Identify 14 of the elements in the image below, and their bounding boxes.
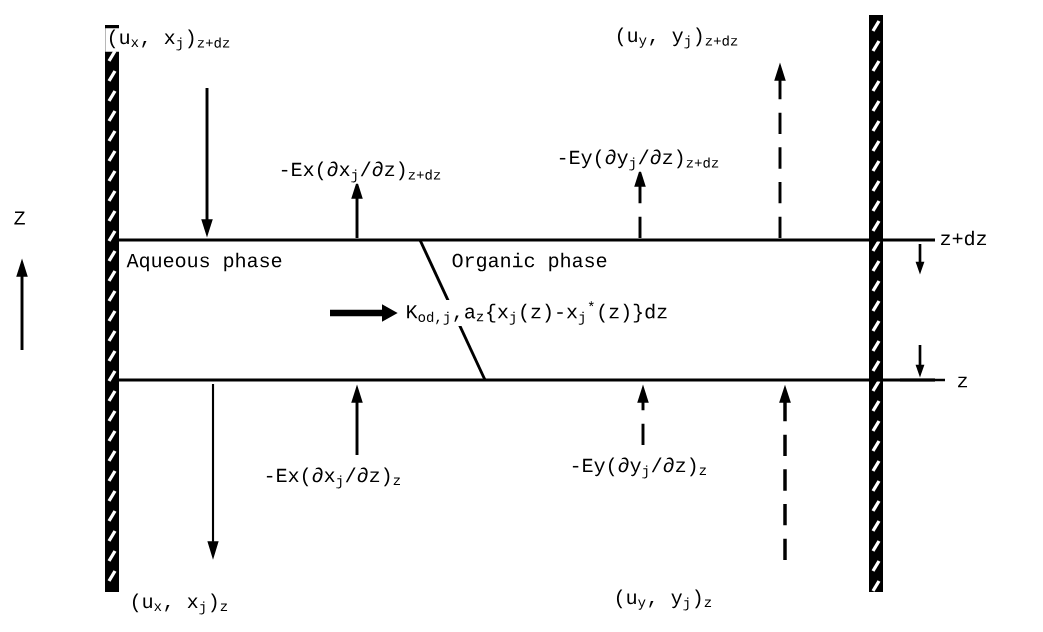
- phase-label: Organic phase: [452, 252, 607, 272]
- formula-label: K$_{od,j}$,a$_{z}${x$_{j}$(z)-x$_{j}$$^{*}$(z)}dz: [404, 299, 670, 327]
- formula-label: (u$_{x}$, x$_{j}$)$_{z}$: [128, 592, 231, 616]
- phase-label: Aqueous phase: [126, 252, 282, 272]
- formula-label: (u$_{y}$, y$_{j}$)$_{z}$: [612, 588, 715, 612]
- formula-label: -Ex(∂x$_{j}$/∂z)$_{z+dz}$: [277, 160, 444, 184]
- axis-label: Z: [12, 210, 27, 226]
- formula-label: -Ey(∂y$_{j}$/∂z)$_{z}$: [568, 456, 710, 480]
- formula-label: (u$_{y}$, y$_{j}$)$_{z+dz}$: [613, 26, 741, 50]
- formula-label: (u$_{x}$, x$_{j}$)$_{z+dz}$: [105, 28, 233, 52]
- formula-label: -Ex(∂x$_{j}$/∂z)$_{z}$: [262, 466, 404, 490]
- level-label: z+dz: [938, 229, 989, 247]
- level-label: z: [955, 375, 970, 389]
- formula-label: -Ey(∂y$_{j}$/∂z)$_{z+dz}$: [555, 148, 722, 172]
